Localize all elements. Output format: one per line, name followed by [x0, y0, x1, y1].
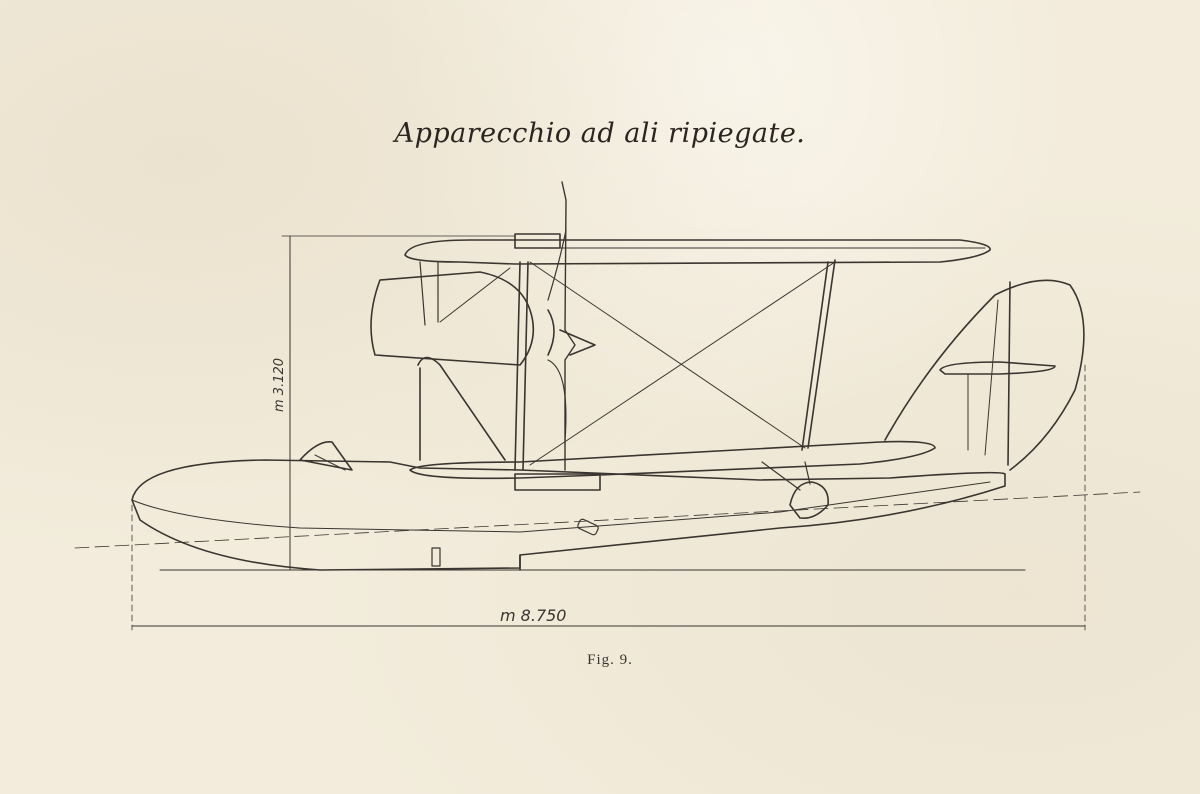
cockpit-windshield [299, 441, 353, 471]
engine-nacelle [370, 271, 535, 366]
height-dimension-label: m 3.120 [272, 358, 287, 412]
hull-outline [131, 459, 1006, 571]
length-dimension-label: m 8.750 [500, 606, 566, 625]
upper-wing [404, 239, 991, 265]
reference-line [74, 491, 1141, 549]
bracing-wire-1 [529, 261, 806, 449]
figure-number: Fig. 9. [587, 652, 633, 668]
wing-fold-hinge-bottom [514, 473, 601, 491]
hull-fitting-1 [577, 518, 599, 536]
lower-wing [409, 440, 936, 480]
wing-float [789, 481, 829, 520]
hull-keel-line [131, 481, 991, 533]
wing-fold-hinge-top [514, 233, 561, 249]
interplane-strut-rear [807, 259, 836, 449]
figure-title: Apparecchio ad ali ripiegate. [394, 118, 806, 149]
hull-fitting-2 [431, 547, 441, 567]
propeller [561, 181, 576, 471]
nacelle-support-strut [417, 356, 506, 461]
tail-fin [884, 279, 1085, 471]
cabane-strut-front [514, 261, 521, 471]
tail-plane [939, 361, 1056, 375]
bracing-wire-2 [529, 261, 836, 466]
